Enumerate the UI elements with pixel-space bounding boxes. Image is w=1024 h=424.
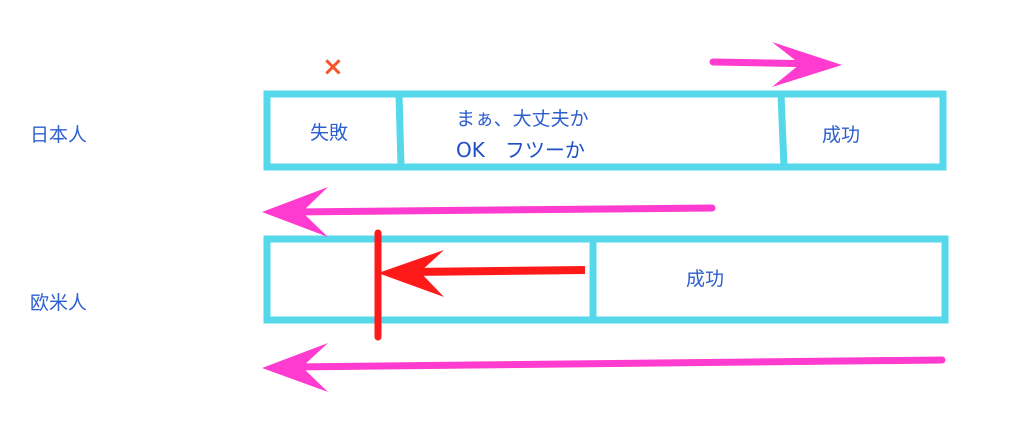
arrow-left-middle xyxy=(262,187,716,237)
japanese-scale-box xyxy=(263,90,947,171)
western-scale-box xyxy=(263,235,949,324)
red-shift-arrow xyxy=(378,250,586,297)
japanese-divider-1 xyxy=(395,93,405,168)
row-label-japanese: 日本人 xyxy=(30,124,88,146)
japanese-middle-line2: OK フツーか xyxy=(456,138,585,162)
western-success-label: 成功 xyxy=(686,268,725,290)
arrow-right-top xyxy=(709,42,842,87)
row-label-western: 欧米人 xyxy=(30,292,88,314)
japanese-success-label: 成功 xyxy=(822,124,861,146)
japanese-divider-2 xyxy=(777,93,788,168)
arrow-left-bottom xyxy=(262,343,946,392)
japanese-middle-line1: まぁ、大丈夫か xyxy=(456,108,589,130)
japanese-fail-label: 失敗 xyxy=(310,122,349,144)
cross-mark-icon: × xyxy=(322,52,344,82)
